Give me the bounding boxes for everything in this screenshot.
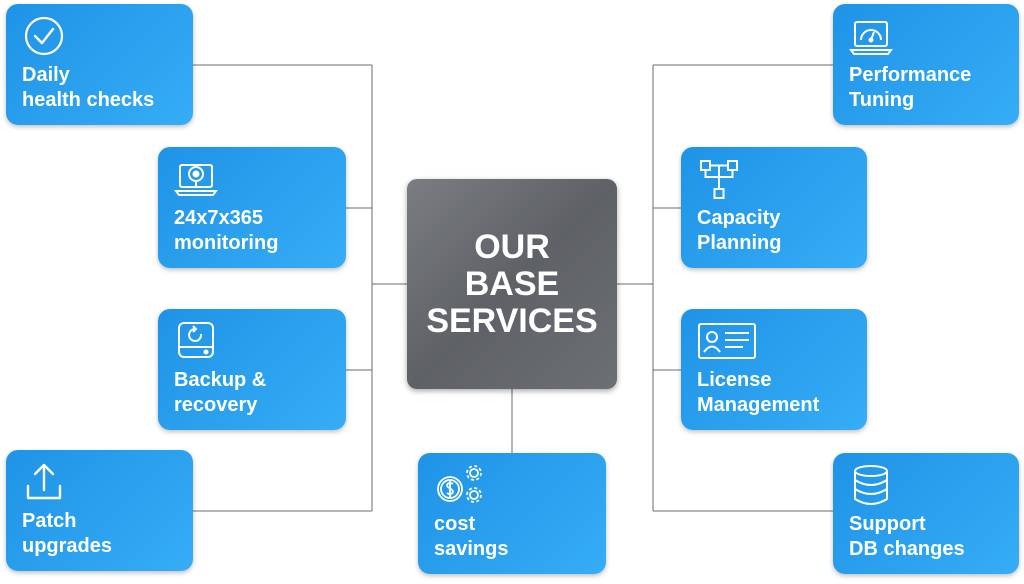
card-label: cost savings (434, 513, 509, 560)
card-monitoring: 24x7x365 monitoring (158, 147, 346, 268)
card-label: Performance Tuning (849, 64, 972, 111)
upload-icon (22, 460, 66, 504)
center-title: OUR BASE SERVICES (426, 227, 598, 340)
card-cost-savings: cost savings (418, 453, 606, 574)
center-box: OUR BASE SERVICES (407, 179, 617, 389)
card-label: Capacity Planning (697, 207, 782, 254)
backup-drive-icon (174, 319, 218, 363)
card-capacity-planning: Capacity Planning (681, 147, 867, 268)
database-icon (849, 463, 893, 507)
coin-gears-icon (434, 463, 488, 507)
speedometer-laptop-icon (849, 14, 893, 58)
card-support-db-changes: Support DB changes (833, 453, 1019, 574)
card-performance-tuning: Performance Tuning (833, 4, 1019, 125)
checkmark-circle-icon (22, 14, 66, 58)
card-label: Patch upgrades (22, 510, 113, 557)
card-label: Backup & recovery (174, 369, 267, 416)
card-label: License Management (697, 369, 820, 416)
flowchart-icon (697, 157, 741, 201)
card-label: 24x7x365 monitoring (174, 207, 279, 254)
card-license-management: License Management (681, 309, 867, 430)
card-backup-recovery: Backup & recovery (158, 309, 346, 430)
monitor-eye-icon (174, 157, 218, 201)
card-patch-upgrades: Patch upgrades (6, 450, 193, 571)
card-daily-health-checks: Daily health checks (6, 4, 193, 125)
card-label: Daily health checks (22, 64, 155, 111)
id-card-icon (697, 319, 757, 363)
card-label: Support DB changes (849, 513, 965, 560)
